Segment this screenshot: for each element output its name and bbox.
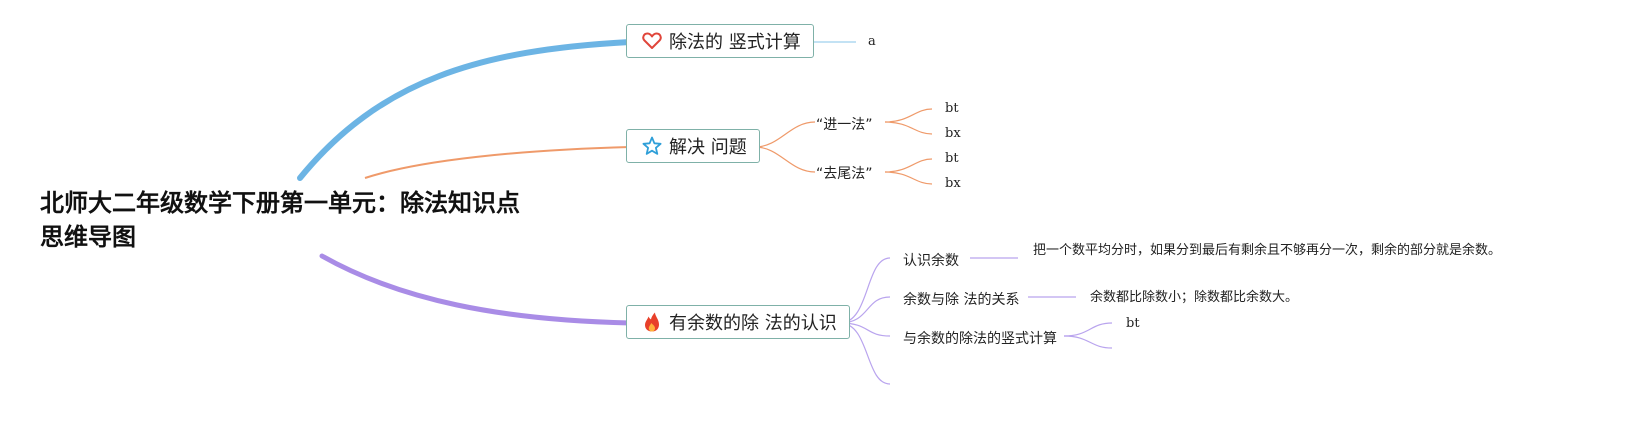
- branch-connector-3: [319, 253, 633, 326]
- note-remainder-relation[interactable]: 余数都比除数小；除数都比余数大。: [1090, 290, 1299, 305]
- subtopic-remainder-relation[interactable]: 余数与除 法的关系: [903, 292, 1020, 308]
- connector-quwei-bx: [884, 171, 933, 185]
- topic-solve-problems[interactable]: 解决 问题: [626, 129, 760, 163]
- leaf-quwei-bx[interactable]: bx: [945, 176, 961, 191]
- subtopic-remainder-vertical[interactable]: 与余数的除法的竖式计算: [903, 331, 1057, 347]
- topic-division-vertical[interactable]: 除法的 竖式计算: [626, 24, 814, 58]
- fire-icon: [641, 311, 663, 333]
- connector-jinyi-bx: [884, 121, 933, 135]
- connector-b2-quwei: [754, 146, 816, 173]
- subtopic-jinyi[interactable]: “进一法”: [816, 117, 873, 133]
- leaf-quwei-bt[interactable]: bt: [945, 151, 959, 166]
- connector-shushi-empty: [1063, 335, 1113, 349]
- leaf-jinyi-bx[interactable]: bx: [945, 126, 961, 141]
- star-icon: [641, 135, 663, 157]
- connector-jinyi-bt: [884, 108, 933, 123]
- topic-remainder-division[interactable]: 有余数的除 法的认识: [626, 305, 850, 339]
- heart-icon: [641, 30, 663, 52]
- subtopic-quwei[interactable]: “去尾法”: [816, 166, 873, 182]
- subtopic-recognize-remainder[interactable]: 认识余数: [903, 253, 959, 269]
- leaf-jinyi-bt[interactable]: bt: [945, 101, 959, 116]
- leaf-remainder-bt[interactable]: bt: [1126, 316, 1140, 331]
- branch-connector-1: [297, 39, 633, 181]
- branch-connector-2: [364, 146, 631, 179]
- topic-label: 有余数的除 法的认识: [669, 313, 837, 334]
- root-title[interactable]: 北师大二年级数学下册第一单元：除法知识点思维导图: [40, 189, 520, 251]
- connector-b2-jinyi: [754, 121, 816, 148]
- note-recognize-remainder[interactable]: 把一个数平均分时，如果分到最后有剩余且不够再分一次，剩余的部分就是余数。: [1033, 243, 1502, 258]
- topic-label: 除法的 竖式计算: [669, 32, 801, 53]
- leaf-a[interactable]: a: [868, 34, 876, 49]
- topic-label: 解决 问题: [669, 137, 747, 158]
- connector-quwei-bt: [884, 158, 933, 173]
- connector-shushi-bt: [1063, 322, 1113, 337]
